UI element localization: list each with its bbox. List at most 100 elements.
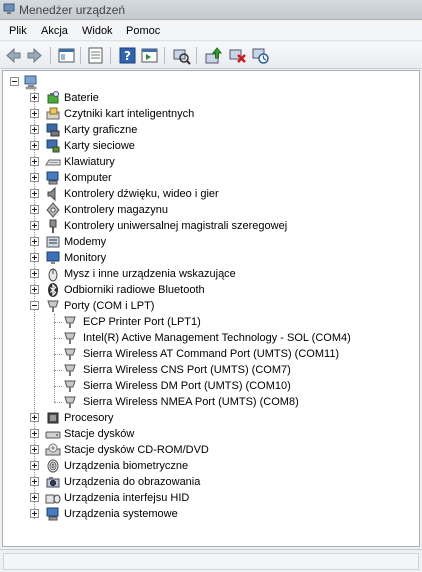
tree-category-baterie[interactable]: Baterie xyxy=(3,90,419,106)
computer-root-icon xyxy=(23,74,39,90)
expand-toggle[interactable] xyxy=(30,157,39,166)
forward-button[interactable] xyxy=(25,46,44,65)
tree-category-kontrolery-magazynu[interactable]: Kontrolery magazynu xyxy=(3,202,419,218)
tree-category-komputer[interactable]: Komputer xyxy=(3,170,419,186)
expand-toggle[interactable] xyxy=(30,285,39,294)
tree-category-biometryczne[interactable]: Urządzenia biometryczne xyxy=(3,458,419,474)
scan-hardware-button[interactable] xyxy=(172,46,191,65)
update-driver-button[interactable] xyxy=(204,46,223,65)
tree-child-port[interactable]: Intel(R) Active Management Technology - … xyxy=(3,330,419,346)
title-bar[interactable]: Menedżer urządzeń xyxy=(0,0,422,20)
expand-toggle[interactable] xyxy=(30,189,39,198)
help-button[interactable]: ? xyxy=(118,46,137,65)
expand-toggle[interactable] xyxy=(30,269,39,278)
expand-toggle[interactable] xyxy=(30,205,39,214)
hid-icon xyxy=(45,490,61,506)
properties-button[interactable] xyxy=(86,46,105,65)
expand-toggle[interactable] xyxy=(30,445,39,454)
tree-root[interactable] xyxy=(3,74,419,90)
tree-guide-line xyxy=(54,338,62,339)
tree-child-port[interactable]: Sierra Wireless DM Port (UMTS) (COM10) xyxy=(3,378,419,394)
tree-guide-line xyxy=(54,322,62,323)
tree-category-monitory[interactable]: Monitory xyxy=(3,250,419,266)
menu-bar: Plik Akcja Widok Pomoc xyxy=(0,21,422,41)
tree-category-stacje-dyskow[interactable]: Stacje dysków xyxy=(3,426,419,442)
usb-icon xyxy=(45,218,61,234)
tree-category-obrazowania[interactable]: Urządzenia do obrazowania xyxy=(3,474,419,490)
tree-category-klawiatury[interactable]: Klawiatury xyxy=(3,154,419,170)
system-devices-icon xyxy=(45,506,61,522)
tree-item-label: Modemy xyxy=(64,236,107,248)
tree-category-bluetooth[interactable]: Odbiorniki radiowe Bluetooth xyxy=(3,282,419,298)
keyboard-icon xyxy=(45,154,61,170)
tree-item-label: Kontrolery magazynu xyxy=(64,204,168,216)
device-tree[interactable]: Baterie Czytniki kart inteligentnych Kar… xyxy=(2,70,420,547)
imaging-device-icon xyxy=(45,474,61,490)
collapse-toggle[interactable] xyxy=(30,301,39,310)
properties-pane-icon xyxy=(58,48,75,63)
show-hide-tree-button[interactable] xyxy=(57,46,76,65)
window-title: Menedżer urządzeń xyxy=(19,3,126,17)
expand-toggle[interactable] xyxy=(30,413,39,422)
computer-icon xyxy=(45,170,61,186)
tree-child-port[interactable]: Sierra Wireless AT Command Port (UMTS) (… xyxy=(3,346,419,362)
expand-toggle[interactable] xyxy=(30,461,39,470)
tree-child-port[interactable]: Sierra Wireless NMEA Port (UMTS) (COM8) xyxy=(3,394,419,410)
expand-toggle[interactable] xyxy=(30,93,39,102)
menu-help[interactable]: Pomoc xyxy=(126,25,161,37)
expand-toggle[interactable] xyxy=(30,429,39,438)
expand-toggle[interactable] xyxy=(30,493,39,502)
status-bar xyxy=(0,549,422,572)
tree-category-porty[interactable]: Porty (COM i LPT) xyxy=(3,298,419,314)
collapse-toggle[interactable] xyxy=(10,77,19,86)
expand-toggle[interactable] xyxy=(30,125,39,134)
tree-guide-line xyxy=(54,370,62,371)
tree-item-label: Urządzenia do obrazowania xyxy=(64,476,201,488)
tree-child-port[interactable]: ECP Printer Port (LPT1) xyxy=(3,314,419,330)
back-button[interactable] xyxy=(4,46,23,65)
expand-toggle[interactable] xyxy=(30,173,39,182)
monitor-icon xyxy=(45,250,61,266)
cdrom-icon xyxy=(45,442,61,458)
console-tree-button[interactable] xyxy=(140,46,159,65)
disable-device-button[interactable] xyxy=(251,46,270,65)
back-arrow-icon xyxy=(6,47,21,64)
toolbar-separator xyxy=(80,47,81,64)
tree-category-cdrom[interactable]: Stacje dysków CD-ROM/DVD xyxy=(3,442,419,458)
expand-toggle[interactable] xyxy=(30,141,39,150)
smart-card-reader-icon xyxy=(45,106,61,122)
tree-item-label: Kontrolery uniwersalnej magistrali szere… xyxy=(64,220,288,232)
bluetooth-icon xyxy=(45,282,61,298)
menu-action[interactable]: Akcja xyxy=(41,25,68,37)
tree-child-port[interactable]: Sierra Wireless CNS Port (UMTS) (COM7) xyxy=(3,362,419,378)
modem-icon xyxy=(45,234,61,250)
tree-category-procesory[interactable]: Procesory xyxy=(3,410,419,426)
expand-toggle[interactable] xyxy=(30,221,39,230)
expand-toggle[interactable] xyxy=(30,253,39,262)
toolbar: ? xyxy=(0,42,422,69)
expand-toggle[interactable] xyxy=(30,109,39,118)
menu-view[interactable]: Widok xyxy=(82,25,113,37)
expand-toggle[interactable] xyxy=(30,477,39,486)
tree-category-czytniki-kart[interactable]: Czytniki kart inteligentnych xyxy=(3,106,419,122)
storage-controller-icon xyxy=(45,202,61,218)
sound-icon xyxy=(45,186,61,202)
tree-category-modemy[interactable]: Modemy xyxy=(3,234,419,250)
tree-category-hid[interactable]: Urządzenia interfejsu HID xyxy=(3,490,419,506)
tree-guide-line xyxy=(54,314,55,402)
disable-device-icon xyxy=(252,48,269,64)
tree-item-label: Porty (COM i LPT) xyxy=(64,300,155,312)
tree-category-karty-sieciowe[interactable]: Karty sieciowe xyxy=(3,138,419,154)
tree-category-systemowe[interactable]: Urządzenia systemowe xyxy=(3,506,419,522)
tree-category-kontrolery-usb[interactable]: Kontrolery uniwersalnej magistrali szere… xyxy=(3,218,419,234)
expand-toggle[interactable] xyxy=(30,237,39,246)
port-device-icon xyxy=(62,362,78,378)
expand-toggle[interactable] xyxy=(30,509,39,518)
menu-file[interactable]: Plik xyxy=(9,25,27,37)
tree-item-label: Klawiatury xyxy=(64,156,115,168)
port-device-icon xyxy=(62,378,78,394)
uninstall-device-button[interactable] xyxy=(228,46,247,65)
tree-category-karty-graficzne[interactable]: Karty graficzne xyxy=(3,122,419,138)
tree-category-mysz[interactable]: Mysz i inne urządzenia wskazujące xyxy=(3,266,419,282)
tree-category-kontrolery-dzwieku[interactable]: Kontrolery dźwięku, wideo i gier xyxy=(3,186,419,202)
